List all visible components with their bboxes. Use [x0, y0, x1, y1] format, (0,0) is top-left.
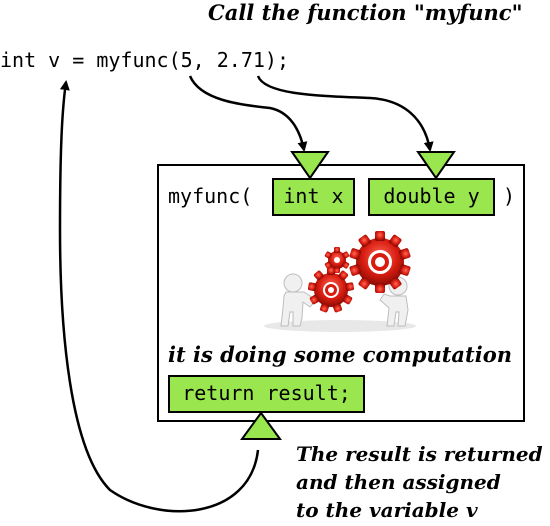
- caller-code-line: int v = myfunc(5, 2.71);: [0, 48, 289, 72]
- input-triangle-x: [290, 151, 330, 180]
- result-note: The result is returned and then assigned…: [296, 440, 543, 524]
- result-note-line-2: and then assigned: [296, 470, 501, 494]
- param-double-y: double y: [368, 178, 495, 216]
- computation-label: it is doing some computation: [168, 342, 512, 367]
- input-triangle-y: [416, 151, 456, 180]
- gears-illustration: [264, 231, 416, 332]
- param-int-x: int x: [272, 178, 355, 216]
- output-triangle: [240, 411, 282, 440]
- arrow-return-to-v: [58, 80, 260, 513]
- arrow-arg-to-y: [256, 75, 434, 152]
- result-note-line-3: to the variable v: [296, 498, 478, 522]
- function-signature-name: myfunc(: [168, 184, 253, 208]
- return-statement: return result;: [168, 375, 365, 413]
- function-close-paren: ): [503, 184, 516, 208]
- result-note-line-1: The result is returned: [296, 442, 543, 466]
- call-function-caption: Call the function "myfunc": [208, 0, 523, 25]
- arrow-arg-to-x: [188, 75, 308, 152]
